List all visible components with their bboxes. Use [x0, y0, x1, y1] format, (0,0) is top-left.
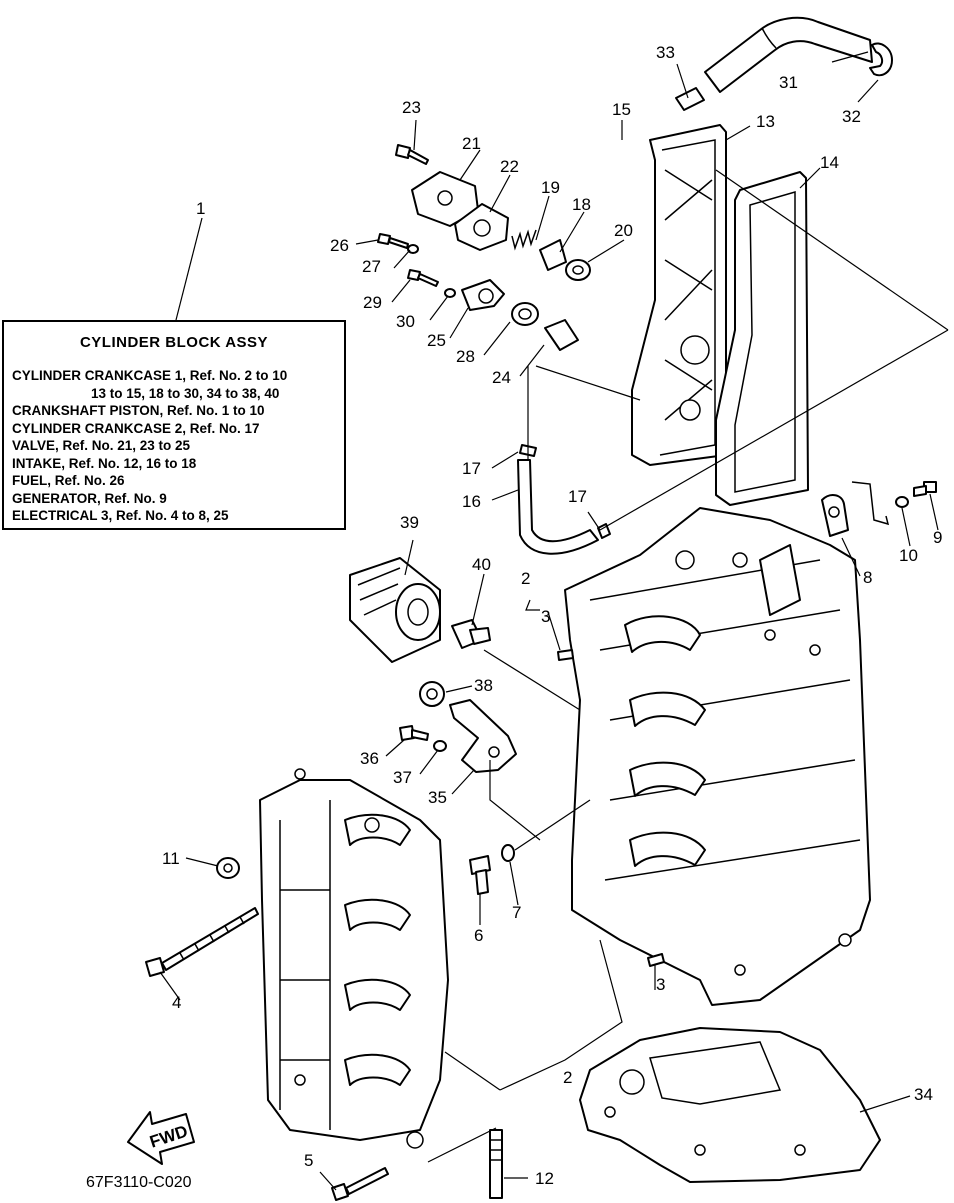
valve-cover-21 [411, 171, 479, 227]
callout-23: 23 [402, 98, 421, 117]
stud-12 [489, 1129, 503, 1199]
callout-14: 14 [820, 153, 839, 172]
bolt-29 [407, 269, 439, 287]
callout-5: 5 [304, 1151, 313, 1170]
callout-32: 32 [842, 107, 861, 126]
callout-10: 10 [899, 546, 918, 565]
legend-line: INTAKE, Ref. No. 12, 16 to 18 [12, 455, 197, 471]
callout-numbers: 1 2 2 3 3 4 5 6 7 8 9 10 11 12 13 14 15 … [162, 43, 942, 1188]
oil-filter-39 [349, 557, 441, 663]
gasket-14 [715, 171, 809, 506]
legend-line: VALVE, Ref. No. 21, 23 to 25 [12, 438, 191, 453]
callout-29: 29 [363, 293, 382, 312]
crankcase-left [259, 768, 449, 1149]
seal-20 [565, 259, 591, 281]
callout-17b: 17 [568, 487, 587, 506]
bracket-8 [821, 494, 849, 537]
callout-12: 12 [535, 1169, 554, 1188]
cover-13 [631, 124, 727, 466]
fitting-40 [451, 619, 491, 649]
callout-21: 21 [462, 134, 481, 153]
callout-22: 22 [500, 157, 519, 176]
callout-2a: 2 [521, 569, 530, 588]
bolt-36 [399, 725, 429, 741]
legend-line: GENERATOR, Ref. No. 9 [12, 490, 167, 506]
callout-37: 37 [393, 768, 412, 787]
bolt-23 [395, 144, 429, 165]
legend-line: 13 to 15, 18 to 30, 34 to 38, 40 [91, 385, 280, 401]
seal-28 [511, 302, 539, 326]
callout-30: 30 [396, 312, 415, 331]
callout-38: 38 [474, 676, 493, 695]
fwd-arrow-icon: FWD [127, 1111, 195, 1165]
gasket-22 [454, 203, 509, 251]
callout-18: 18 [572, 195, 591, 214]
clamp-32 [869, 42, 893, 77]
callout-31: 31 [779, 73, 798, 92]
bushing-38 [419, 681, 445, 707]
dowel-3b [647, 953, 665, 967]
callout-28: 28 [456, 347, 475, 366]
callout-15: 15 [612, 100, 631, 119]
callout-11: 11 [162, 849, 180, 868]
callout-4: 4 [172, 993, 181, 1012]
legend-line: CYLINDER CRANKCASE 1, Ref. No. 2 to 10 [12, 368, 288, 383]
callout-16: 16 [462, 492, 481, 511]
callout-33: 33 [656, 43, 675, 62]
callout-26: 26 [330, 236, 349, 255]
clip-17b [597, 523, 611, 539]
gasket-34 [579, 1027, 881, 1183]
legend-title: CYLINDER BLOCK ASSY [79, 334, 269, 351]
hose-31 [704, 16, 873, 93]
bolt-5 [331, 1167, 389, 1201]
callout-27: 27 [362, 257, 381, 276]
callout-6: 6 [474, 926, 483, 945]
callout-17a: 17 [462, 459, 481, 478]
spring-19 [511, 229, 537, 251]
legend-line: CYLINDER CRANKCASE 2, Ref. No. 17 [12, 420, 260, 436]
grommet-11 [216, 857, 240, 879]
callout-3a: 3 [541, 607, 550, 626]
callout-40: 40 [472, 555, 491, 574]
legend-line: FUEL, Ref. No. 26 [12, 473, 125, 488]
legend-line: ELECTRICAL 3, Ref. No. 4 to 8, 25 [12, 508, 229, 523]
clip-10 [851, 481, 909, 526]
valve-18 [539, 239, 567, 271]
callout-24: 24 [492, 368, 511, 387]
callout-35: 35 [428, 788, 447, 807]
callout-34: 34 [914, 1085, 933, 1104]
clip-33 [675, 87, 705, 111]
hose-16 [517, 459, 599, 555]
bolt-26 [377, 233, 409, 249]
bolt-6 [469, 855, 491, 895]
bolt-9 [913, 481, 937, 497]
callout-2b: 2 [563, 1068, 572, 1087]
assembly-legend: CYLINDER BLOCK ASSY CYLINDER CRANKCASE 1… [2, 320, 346, 530]
leader-lines [159, 51, 949, 1191]
dowel-3a [557, 649, 574, 661]
bracket-35 [449, 699, 517, 773]
callout-13: 13 [756, 112, 775, 131]
thermostat-cover-25 [461, 279, 505, 311]
callout-36: 36 [360, 749, 379, 768]
callout-39: 39 [400, 513, 419, 532]
callout-8: 8 [863, 568, 872, 587]
washer-37 [433, 740, 447, 752]
cylinder-block-main [564, 507, 871, 1006]
callout-20: 20 [614, 221, 633, 240]
thermostat-24 [544, 319, 579, 351]
callout-19: 19 [541, 178, 560, 197]
callout-1: 1 [196, 199, 205, 218]
washer-7 [501, 844, 515, 862]
bolt-4 [145, 907, 259, 977]
document-code: 67F3110-C020 [86, 1174, 192, 1191]
callout-3b: 3 [656, 975, 665, 994]
callout-25: 25 [427, 331, 446, 350]
callout-7: 7 [512, 903, 521, 922]
callout-9: 9 [933, 528, 942, 547]
washer-30 [444, 288, 456, 298]
washer-27 [407, 244, 419, 254]
legend-line: CRANKSHAFT PISTON, Ref. No. 1 to 10 [12, 403, 265, 418]
